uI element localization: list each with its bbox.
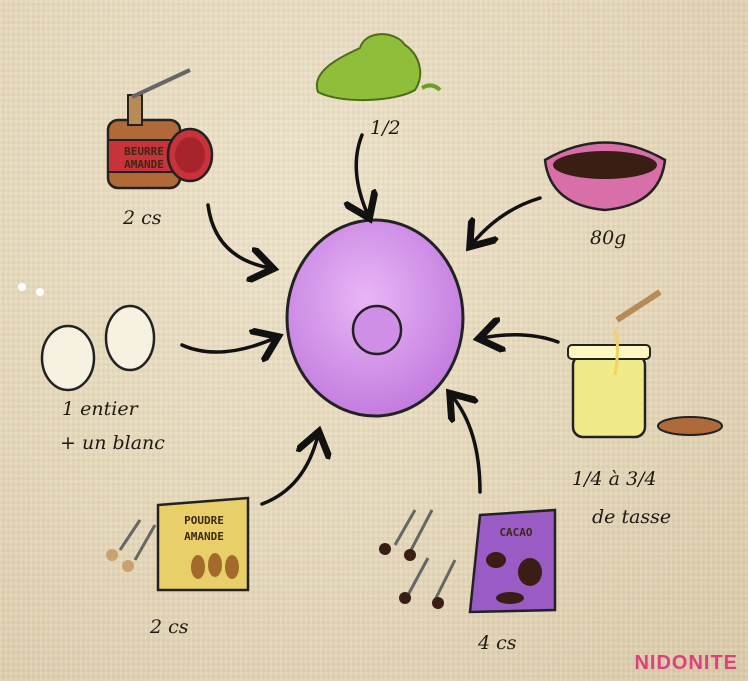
poudre-line1-text: POUDRE xyxy=(184,514,224,527)
arrow-cacao xyxy=(452,396,482,494)
almond-butter-jar-icon: BEURRE AMANDE xyxy=(106,68,214,190)
beurre-quantity-label: 2 cs xyxy=(123,207,162,229)
arrow-beurre xyxy=(206,203,270,268)
poudre-line2-text: AMANDE xyxy=(184,530,224,543)
almond-powder-bag-icon: POUDRE AMANDE xyxy=(106,496,250,592)
honey-jar-icon xyxy=(567,289,723,439)
arrow-matcha xyxy=(356,133,368,215)
arrow-oeufs xyxy=(180,338,275,352)
beurre-line1-text: BEURRE xyxy=(124,145,164,158)
chocolat-quantity-label: 80g xyxy=(590,227,627,249)
beurre-line2-text: AMANDE xyxy=(124,158,164,171)
matcha-quantity-label: 1/2 xyxy=(370,117,401,139)
donut-center xyxy=(285,218,465,418)
poudre-quantity-label: 2 cs xyxy=(150,616,189,638)
matcha-icon xyxy=(315,33,442,102)
miel-quantity-line2: de tasse xyxy=(592,506,672,528)
eggs-icon xyxy=(18,283,156,392)
arrow-chocolat xyxy=(472,196,542,244)
oeufs-quantity-line2: + un blanc xyxy=(60,432,165,454)
miel-quantity-line1: 1/4 à 3/4 xyxy=(572,468,657,490)
cacao-bag-icon: CACAO xyxy=(379,508,557,614)
cacao-text: CACAO xyxy=(499,526,532,539)
oeufs-quantity-line1: 1 entier xyxy=(62,398,138,420)
arrow-poudre xyxy=(260,435,318,506)
cacao-quantity-label: 4 cs xyxy=(478,632,517,654)
arrow-miel xyxy=(482,335,560,342)
chocolate-bowl-icon xyxy=(543,141,667,212)
brand-signature: NIDONITE xyxy=(634,652,738,674)
